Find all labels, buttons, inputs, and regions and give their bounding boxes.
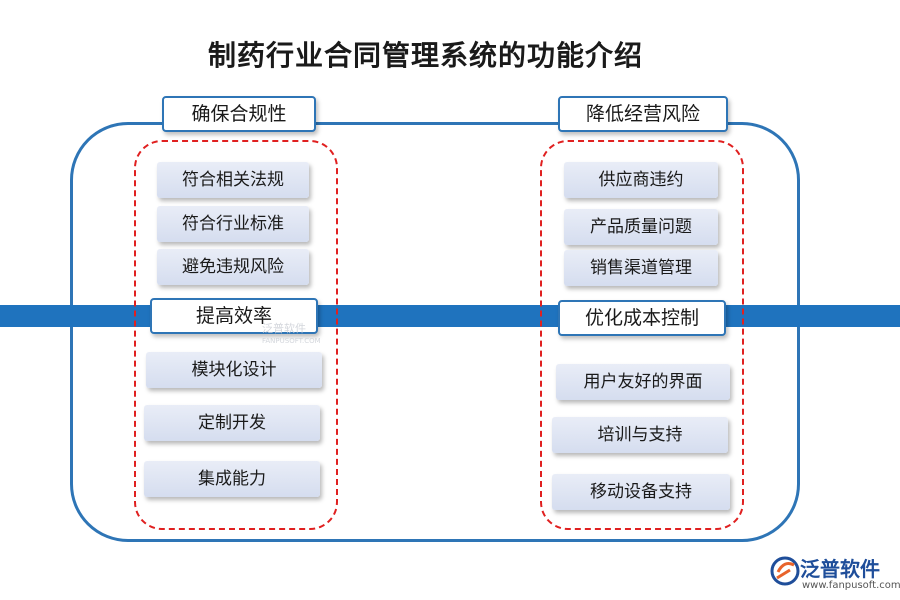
item-efficiency-3: 集成能力 [144,461,320,497]
rounded-frame [70,122,800,542]
header-cost: 优化成本控制 [558,300,726,336]
item-cost-2: 培训与支持 [552,417,728,453]
left-dashed-group [134,140,338,530]
item-risk-1: 供应商违约 [564,162,718,198]
item-compliance-2: 符合行业标准 [157,206,309,242]
page-title: 制药行业合同管理系统的功能介绍 [208,39,644,72]
brand-name: 泛普软件 [800,557,880,581]
brand-url: www.fanpusoft.com [802,580,900,591]
header-risk: 降低经营风险 [558,96,728,132]
item-cost-1: 用户友好的界面 [556,364,730,400]
watermark-line1: 泛普软件 [262,322,306,335]
right-dashed-group [540,140,744,530]
watermark: 泛普软件 FANPUSOFT.COM [262,322,321,352]
header-efficiency: 提高效率 [150,298,318,334]
fanpu-logo-icon [770,556,800,586]
item-cost-3: 移动设备支持 [552,474,730,510]
item-efficiency-1: 模块化设计 [146,352,322,388]
item-risk-3: 销售渠道管理 [564,250,718,286]
header-compliance: 确保合规性 [162,96,316,132]
item-compliance-3: 避免违规风险 [157,249,309,285]
item-risk-2: 产品质量问题 [564,209,718,245]
watermark-line2: FANPUSOFT.COM [262,337,321,345]
item-compliance-1: 符合相关法规 [157,162,309,198]
brand-logo: 泛普软件 www.fanpusoft.com [770,553,900,597]
item-efficiency-2: 定制开发 [144,405,320,441]
